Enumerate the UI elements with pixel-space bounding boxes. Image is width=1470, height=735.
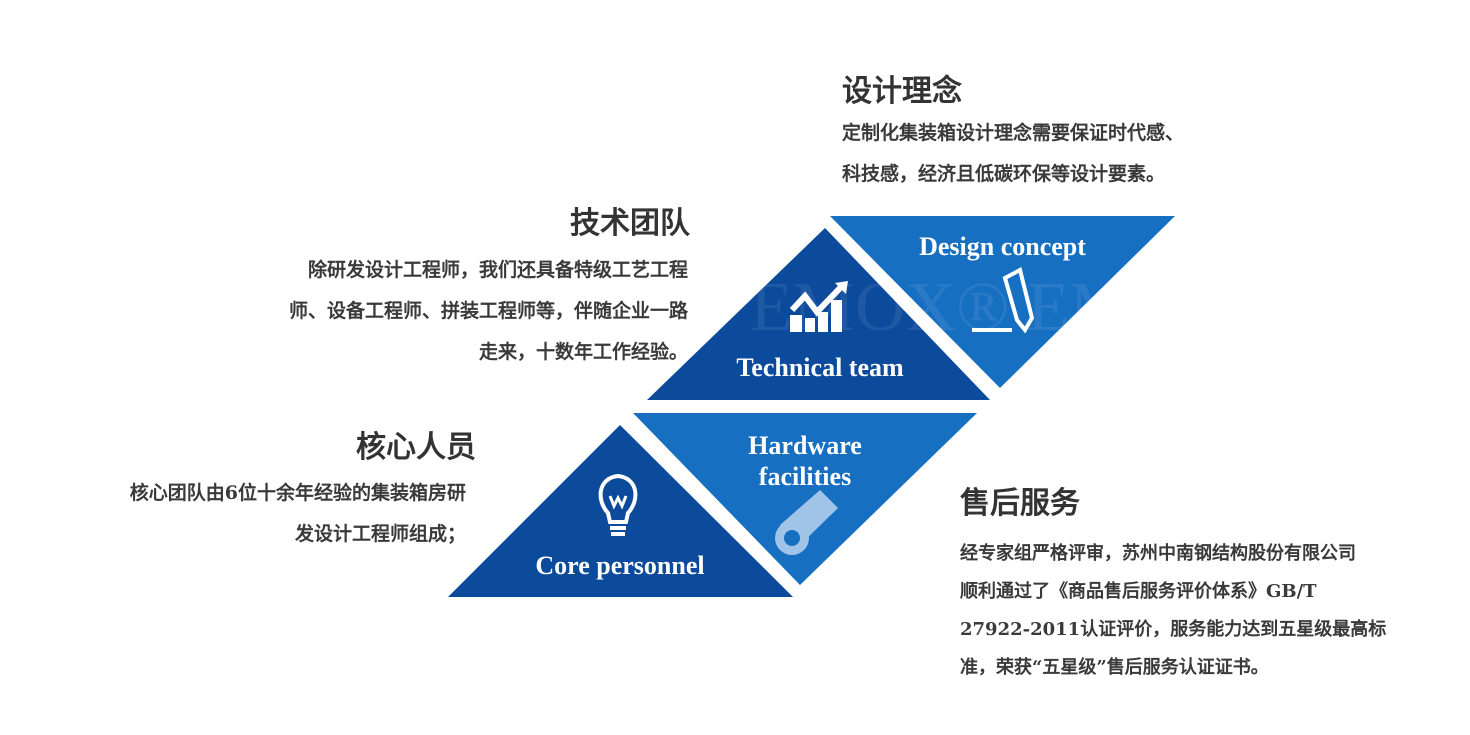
lightbulb-icon	[598, 473, 638, 536]
design-description: 定制化集装箱设计理念需要保证时代感、 科技感，经济且低碳环保等设计要素。	[842, 113, 1184, 195]
core-title: 核心人员	[356, 430, 476, 465]
desc-line: 顺利通过了《商品售后服务评价体系》GB/T	[960, 581, 1317, 602]
core-personnel-label: Core personnel	[535, 551, 705, 580]
desc-line: 走来，十数年工作经验。	[478, 341, 688, 363]
desc-line: 定制化集装箱设计理念需要保证时代感、	[842, 122, 1185, 144]
watermark: EMOX® EMOX®	[750, 269, 1286, 346]
desc-line: 经专家组严格评审，苏州中南钢结构股份有限公司	[960, 543, 1356, 564]
hardware-label-line: facilities	[758, 462, 852, 491]
design-title: 设计理念	[842, 74, 962, 109]
desc-line: 除研发设计工程师，我们还具备特级工艺工程	[307, 259, 688, 281]
technical-team-label: Technical team	[736, 353, 904, 382]
desc-line: 27922-2011认证评价，服务能力达到五星级最高标	[960, 619, 1387, 640]
tech-title: 技术团队	[570, 206, 690, 241]
tech-description: 除研发设计工程师，我们还具备特级工艺工程 师、设备工程师、拼装工程师等，伴随企业…	[289, 250, 688, 373]
growth-chart-icon	[789, 281, 848, 332]
hardware-label-line: Hardware	[748, 431, 862, 460]
desc-line: 核心团队由6位十余年经验的集装箱房研	[129, 482, 466, 504]
hardware-triangle	[633, 413, 977, 585]
design-concept-label: Design concept	[919, 232, 1086, 261]
design-concept-triangle	[830, 216, 1175, 388]
pipe-icon	[775, 490, 838, 555]
desc-line: 科技感，经济且低碳环保等设计要素。	[842, 163, 1166, 185]
desc-line: 师、设备工程师、拼装工程师等，伴随企业一路	[288, 300, 688, 322]
pencil-icon	[972, 267, 1035, 334]
service-description: 经专家组严格评审，苏州中南钢结构股份有限公司 顺利通过了《商品售后服务评价体系》…	[960, 535, 1386, 687]
core-description: 核心团队由6位十余年经验的集装箱房研 发设计工程师组成；	[130, 473, 466, 555]
core-personnel-triangle	[448, 425, 793, 597]
hardware-label: Hardware facilities	[690, 430, 920, 492]
desc-line: 准，荣获“五星级”售后服务认证证书。	[960, 657, 1269, 678]
desc-line: 发设计工程师组成；	[294, 523, 466, 545]
service-title: 售后服务	[960, 486, 1080, 521]
